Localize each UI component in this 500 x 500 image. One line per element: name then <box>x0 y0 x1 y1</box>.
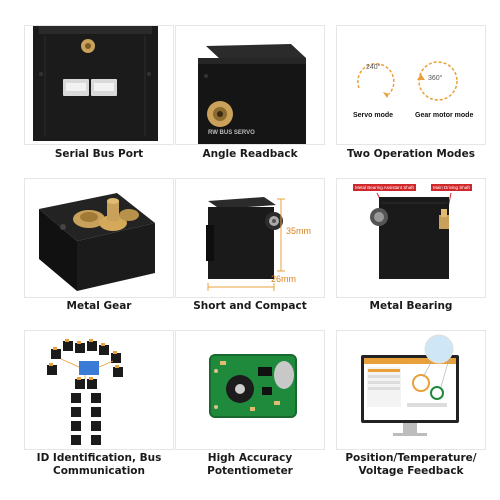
tile-short-and-compact: 35mm 26mm <box>175 178 325 298</box>
tile-potentiometer <box>175 330 325 450</box>
tile-two-operation-modes: 240° 360° Servo mode Gear motor mode <box>336 25 486 145</box>
tile-metal-gear <box>24 178 174 298</box>
servo-marking: RW BUS SERVO <box>208 130 255 136</box>
compact-size-image <box>206 197 285 291</box>
servo-mode-label: Servo mode <box>353 112 394 119</box>
metal-gear-image <box>39 193 155 291</box>
monitor-software-image <box>361 334 459 436</box>
caption-metal-bearing: Metal Bearing <box>369 300 453 312</box>
caption-id-line2: Communication <box>53 465 145 477</box>
caption-pot-line2: Potentiometer <box>207 465 293 477</box>
bus-chain-diagram <box>47 339 123 445</box>
motor-mode-angle: 360° <box>428 75 443 82</box>
tile-serial-bus-port <box>24 25 174 145</box>
width-dimension: 26mm <box>271 274 297 284</box>
angle-readback-image <box>198 44 306 144</box>
tile-feedback <box>336 330 486 450</box>
potentiometer-pcb-image <box>209 354 297 418</box>
operation-modes-diagram <box>357 61 458 101</box>
caption-pot-line1: High Accuracy <box>207 452 293 464</box>
caption-id-identification: ID Identification, Bus Communication <box>14 452 184 478</box>
caption-short-and-compact: Short and Compact <box>193 300 307 312</box>
serial-bus-port-image <box>33 26 158 141</box>
caption-feedback-line2: Voltage Feedback <box>358 465 464 477</box>
caption-id-line1: ID Identification, Bus <box>36 452 162 464</box>
caption-two-operation-modes: Two Operation Modes <box>347 148 475 160</box>
tag-bearing-assistant-shaft: Metal Bearing Assistant Shaft <box>353 184 416 191</box>
caption-metal-gear: Metal Gear <box>66 300 132 312</box>
caption-feedback-line1: Position/Temperature/ <box>345 452 477 464</box>
tag-main-driving-shaft: Main Driving Shaft <box>431 184 472 191</box>
tile-angle-readback: RW BUS SERVO <box>175 25 325 145</box>
caption-angle-readback: Angle Readback <box>202 148 298 160</box>
caption-feedback: Position/Temperature/ Voltage Feedback <box>326 452 496 478</box>
metal-bearing-image <box>370 192 452 279</box>
caption-serial-bus-port: Serial Bus Port <box>54 148 144 160</box>
servo-mode-angle: 240° <box>366 64 381 71</box>
caption-potentiometer: High Accuracy Potentiometer <box>165 452 335 478</box>
height-dimension: 35mm <box>286 226 312 236</box>
tile-metal-bearing: Metal Bearing Assistant Shaft Main Drivi… <box>336 178 486 298</box>
tile-id-identification <box>24 330 174 450</box>
motor-mode-label: Gear motor mode <box>415 112 474 119</box>
